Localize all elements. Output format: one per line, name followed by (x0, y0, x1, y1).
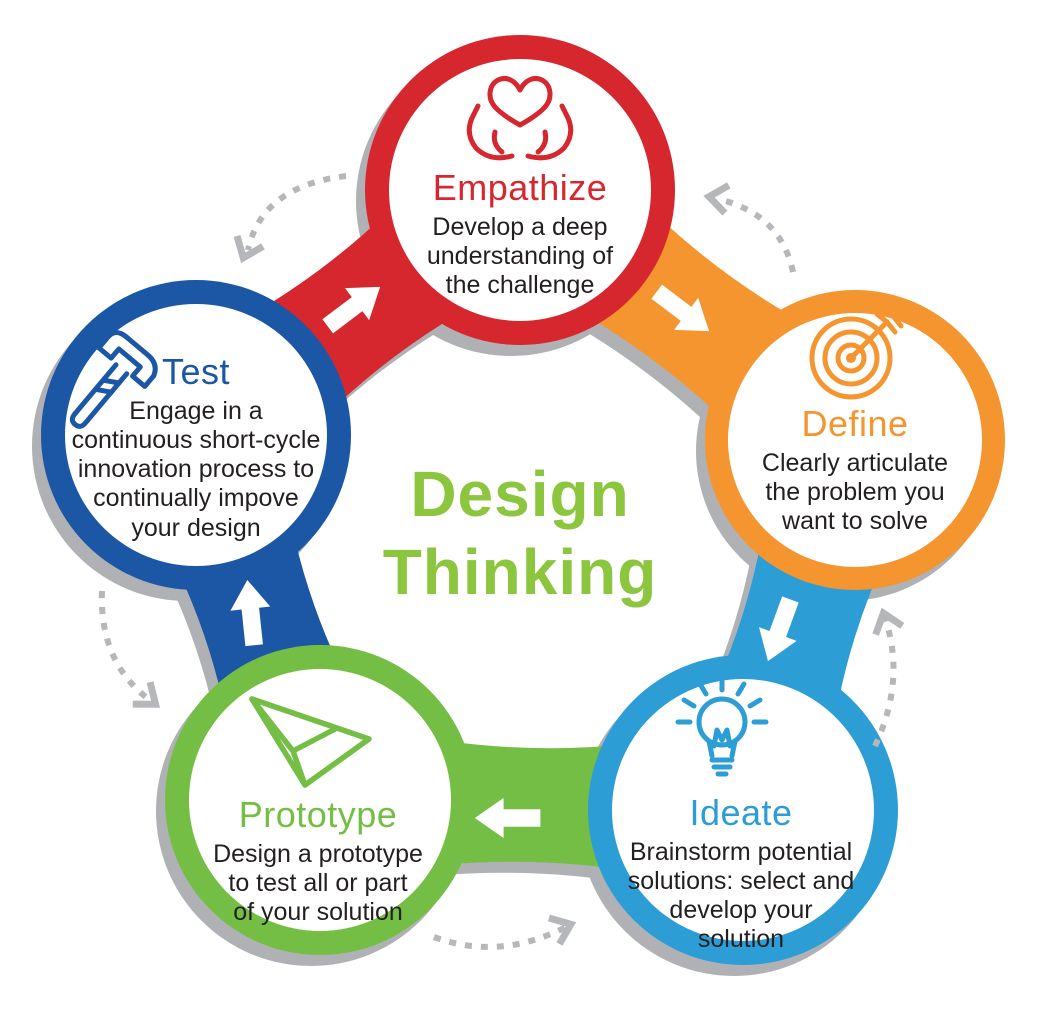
page-title-line1: Design (410, 458, 630, 530)
page-title-line2: Thinking (382, 536, 658, 608)
arrow-empathize-to-define-icon (651, 284, 710, 332)
arrow-ideate-to-prototype-icon (474, 798, 541, 838)
hammer-icon (69, 329, 158, 429)
prototype-circle (165, 645, 475, 955)
ideate-circle (588, 655, 898, 965)
empathize-circle (365, 35, 675, 345)
arrow-define-to-ideate-icon (759, 596, 799, 662)
flow-arrows (230, 284, 799, 838)
feedback-arcs (98, 173, 905, 950)
feedback-arrowhead-icon (703, 182, 731, 216)
define-circle (705, 290, 1005, 590)
arrow-test-to-empathize-icon (322, 286, 381, 334)
lightbulb-icon (675, 675, 769, 777)
feedback-define-to-empathize (717, 196, 796, 273)
heart-in-hands-icon (466, 75, 574, 161)
arrow-prototype-to-test-icon (230, 579, 271, 647)
feedback-arrowhead-icon (132, 681, 161, 708)
feedback-arrowhead-icon (872, 607, 905, 636)
page-title: Design Thinking (383, 455, 658, 611)
feedback-ideate-to-define (872, 617, 897, 748)
feedback-test-to-prototype (98, 590, 153, 704)
feedback-arrowhead-icon (547, 914, 577, 946)
feedback-empathize-to-test (245, 173, 347, 251)
target-arrow-icon (809, 305, 904, 400)
test-circle (41, 280, 351, 590)
feedback-arrowhead-icon (233, 234, 265, 264)
paper-plane-icon (249, 696, 372, 788)
feedback-prototype-to-ideate (432, 924, 568, 950)
